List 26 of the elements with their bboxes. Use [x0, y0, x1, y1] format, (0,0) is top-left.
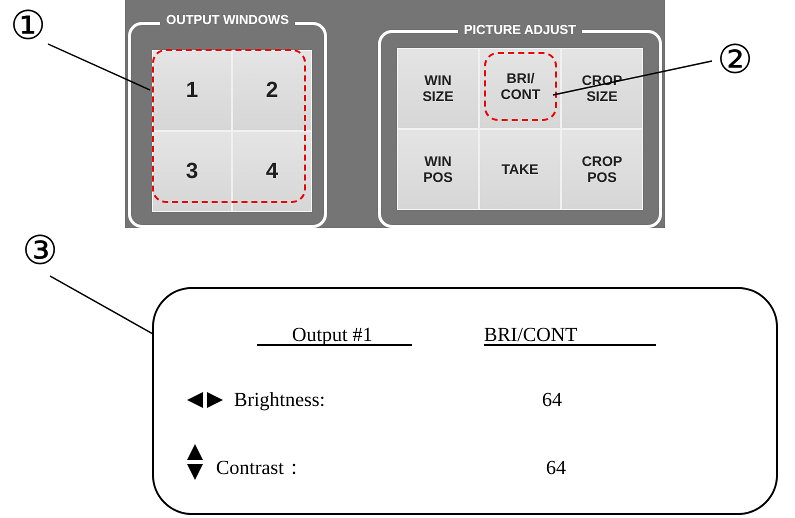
highlight-outline: BRI/ CONT: [484, 52, 557, 121]
display-heading: Output #1: [292, 324, 373, 346]
callout-number: ①: [6, 4, 50, 48]
keypad-button: CROP POS: [561, 129, 643, 210]
button-face: [479, 48, 561, 129]
setting-name: Brightness:: [234, 389, 326, 411]
control-panel: [125, 0, 665, 228]
callout-number: ③: [18, 229, 62, 273]
leader-line: [48, 43, 150, 91]
keypad-button: 1: [152, 50, 232, 131]
group-title: PICTURE ADJUST: [458, 23, 582, 37]
display-screen: [152, 287, 778, 515]
group-title: OUTPUT WINDOWS: [160, 13, 295, 27]
display-heading: BRI/CONT: [484, 324, 578, 346]
setting-name: Contrast：: [216, 457, 304, 479]
keypad-button: 4: [232, 131, 312, 212]
leader-line: [552, 60, 712, 96]
setting-value: 64: [546, 457, 566, 479]
callout-number: ②: [711, 38, 759, 82]
setting-value: 64: [542, 389, 562, 411]
keypad-button: WIN SIZE: [397, 48, 479, 129]
leader-line: [50, 275, 154, 335]
keypad-button: 3: [152, 131, 232, 212]
keypad-button: 2: [232, 50, 312, 131]
keypad-button: TAKE: [479, 129, 561, 210]
keypad-button: WIN POS: [397, 129, 479, 210]
